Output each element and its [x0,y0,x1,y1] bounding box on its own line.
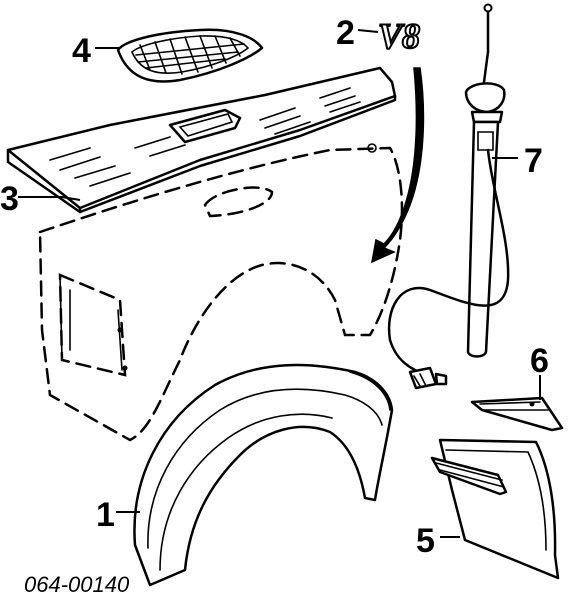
v8-emblem: V8 [377,15,421,57]
callout-1: 1 [96,496,115,534]
reference-number: 064-00140 [24,572,130,597]
callout-4: 4 [72,32,91,70]
emblem-label: V8 [378,16,420,56]
callout-2: 2 [336,14,355,52]
callout-6: 6 [530,342,549,380]
callout-7: 7 [524,142,543,180]
callout-labels: 1 2 3 4 5 6 7 [0,14,549,560]
callout-3: 3 [0,180,19,218]
leader-lines [18,29,541,538]
grille-insert [116,28,264,83]
part-5-panel [430,438,560,580]
cowl-top-panel [6,66,397,214]
wheelhouse-splash-shield [133,363,394,587]
fender-outline [38,143,404,442]
install-arrow [371,67,425,264]
callout-5: 5 [416,522,435,560]
antenna-assembly [387,3,510,390]
part-6-bracket [470,396,564,432]
